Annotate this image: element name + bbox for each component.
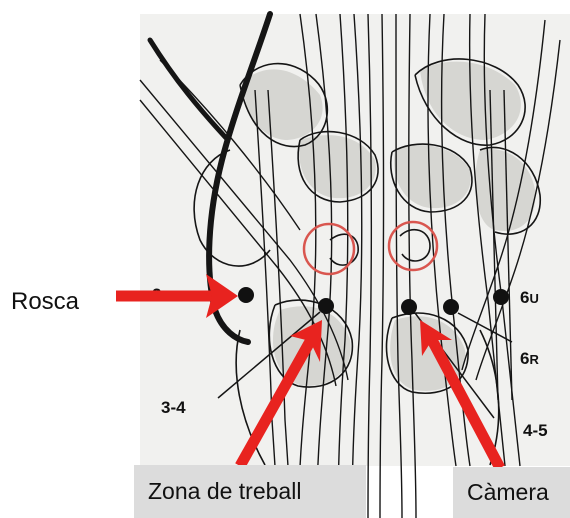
zona-de-treball-caption: Zona de treball (134, 465, 366, 518)
portal-label-3-4: 3-4 (161, 398, 186, 417)
portal-point-2 (238, 287, 254, 303)
portal-label-6u: 6U (520, 288, 539, 307)
portal-label-4-5: 4-5 (523, 421, 548, 440)
camera-caption: Càmera (453, 467, 570, 518)
portal-point-3-4 (318, 298, 334, 314)
zona-de-treball-label: Zona de treball (148, 478, 301, 505)
portal-point-6r (443, 299, 459, 315)
camera-label: Càmera (467, 479, 549, 506)
portal-point-4-5 (401, 299, 417, 315)
rosca-label: Rosca (11, 288, 79, 316)
portal-label-6r: 6R (520, 349, 539, 368)
portal-point-6u (493, 289, 509, 305)
